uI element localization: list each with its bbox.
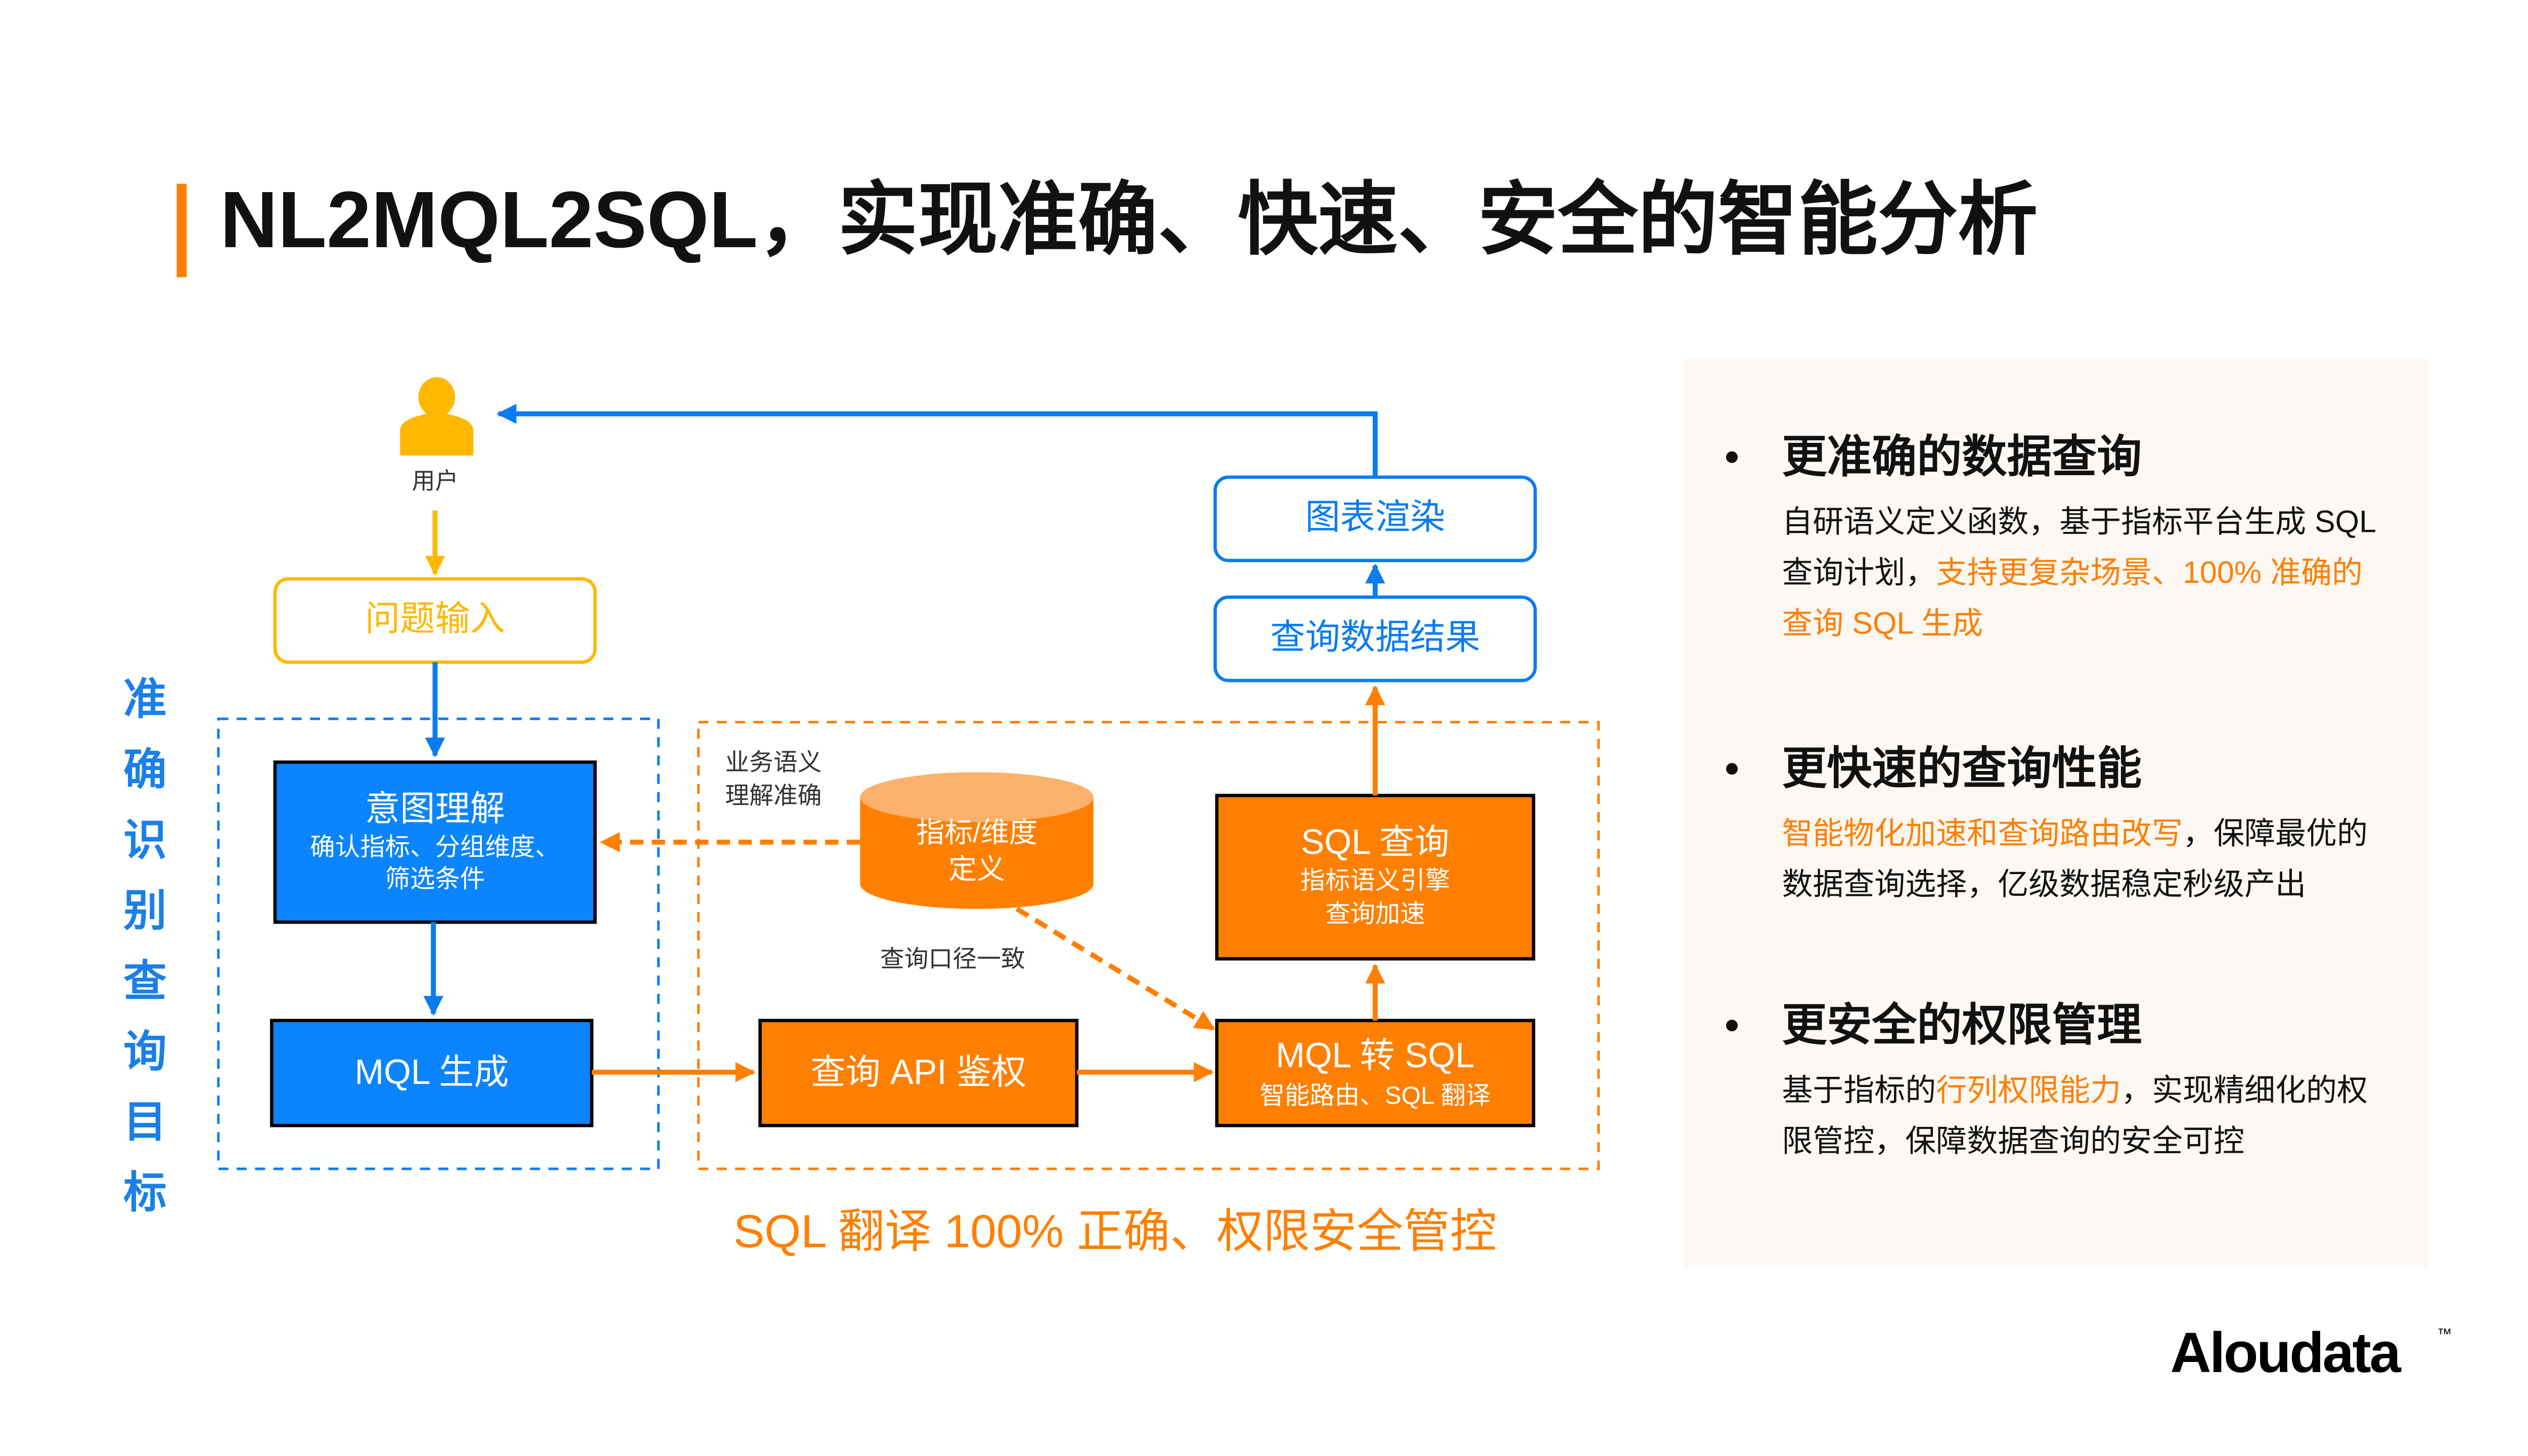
note-semantic-line1: 业务语义 (725, 749, 822, 776)
highlight-text: 智能物化加速和查询路由改写 (1782, 816, 2183, 850)
metric-db-line2: 定义 (949, 853, 1005, 885)
feature-description-line: 查询计划，支持更复杂场景、100% 准确的 (1782, 555, 2363, 589)
user-label: 用户 (412, 468, 458, 494)
note-semantic-line2: 理解准确 (725, 783, 822, 809)
plain-text: ，保障最优的 (2183, 816, 2368, 850)
vertical-label-char: 标 (123, 1168, 167, 1217)
feature-description-line: 基于指标的行列权限能力，实现精细化的权 (1782, 1073, 2368, 1107)
vertical-label-char: 准 (123, 675, 167, 723)
intent-title: 意图理解 (365, 789, 505, 828)
database-icon (860, 772, 1094, 909)
api-auth-box[interactable] (758, 1019, 1079, 1127)
vertical-label-char: 识 (123, 816, 167, 864)
feature-heading: 更快速的查询性能 (1782, 743, 2142, 793)
brand-logo: Aloudata (2170, 1321, 2402, 1384)
metric-db-line1: 指标/维度 (916, 816, 1037, 848)
feature-heading: 更准确的数据查询 (1782, 431, 2142, 482)
chart-render-label: 图表渲染 (1305, 497, 1445, 536)
sql-query-box[interactable] (1215, 794, 1536, 961)
feature-panel (1683, 358, 2429, 1267)
intent-box[interactable] (273, 760, 597, 924)
mql-to-sql-title: MQL 转 SQL (1276, 1035, 1475, 1075)
sql-query-line1: 指标语义引擎 (1300, 867, 1451, 894)
plain-text: 限管控，保障数据查询的安全可控 (1782, 1123, 2244, 1158)
feature-description-line: 限管控，保障数据查询的安全可控 (1782, 1123, 2244, 1158)
feature-description-line: 数据查询选择，亿级数据稳定秒级产出 (1782, 867, 2306, 901)
plain-text: 查询计划， (1782, 555, 1936, 589)
highlight-text: 行列权限能力 (1936, 1073, 2121, 1107)
plain-text: 自研语义定义函数，基于指标平台生成 SQL (1782, 505, 2376, 539)
user-icon (400, 377, 474, 456)
api-auth-label: 查询 API 鉴权 (810, 1052, 1026, 1091)
vertical-label-char: 目 (123, 1098, 167, 1147)
question-input-label: 问题输入 (365, 599, 505, 638)
feature-description-line: 智能物化加速和查询路由改写，保障最优的 (1782, 816, 2368, 850)
note-consistent: 查询口径一致 (880, 946, 1025, 973)
sql-region (697, 720, 1600, 1170)
feature-description-line: 查询 SQL 生成 (1782, 606, 1983, 641)
page-title: NL2MQL2SQL，实现准确、快速、安全的智能分析 (220, 175, 2038, 264)
title-accent-bar (176, 184, 187, 278)
query-result-label: 查询数据结果 (1270, 617, 1480, 656)
feature-heading: 更安全的权限管理 (1782, 999, 2142, 1050)
mql-gen-box[interactable] (270, 1019, 594, 1127)
bullet-icon (1726, 1019, 1738, 1032)
intent-region (217, 717, 660, 1170)
bottom-caption: SQL 翻译 100% 正确、权限安全管控 (734, 1205, 1497, 1257)
intent-line1: 确认指标、分组维度、 (310, 833, 560, 861)
mql-to-sql-sub: 智能路由、SQL 翻译 (1259, 1081, 1491, 1109)
highlight-text: 查询 SQL 生成 (1782, 606, 1983, 641)
dashed-arrow-db-to-translate (1015, 906, 1215, 1031)
arrow-chart-to-user (496, 403, 1378, 477)
feature-description-line: 自研语义定义函数，基于指标平台生成 SQL (1782, 505, 2376, 539)
plain-text: 数据查询选择，亿级数据稳定秒级产出 (1782, 867, 2306, 901)
highlight-text: 支持更复杂场景、100% 准确的 (1936, 555, 2363, 589)
vertical-label-char: 查 (123, 957, 167, 1006)
bullet-icon (1726, 763, 1738, 775)
plain-text: 基于指标的 (1782, 1073, 1936, 1107)
sql-query-title: SQL 查询 (1301, 822, 1450, 861)
bullet-icon (1726, 451, 1738, 463)
sql-query-line2: 查询加速 (1325, 900, 1425, 928)
mql-gen-label: MQL 生成 (354, 1052, 509, 1091)
plain-text: ，实现精细化的权 (2121, 1073, 2368, 1107)
brand-logo-tm: ™ (2437, 1326, 2452, 1342)
intent-line2: 筛选条件 (385, 865, 485, 893)
vertical-label-char: 询 (123, 1027, 167, 1076)
vertical-label-char: 别 (123, 886, 167, 935)
vertical-label-char: 确 (123, 745, 167, 794)
